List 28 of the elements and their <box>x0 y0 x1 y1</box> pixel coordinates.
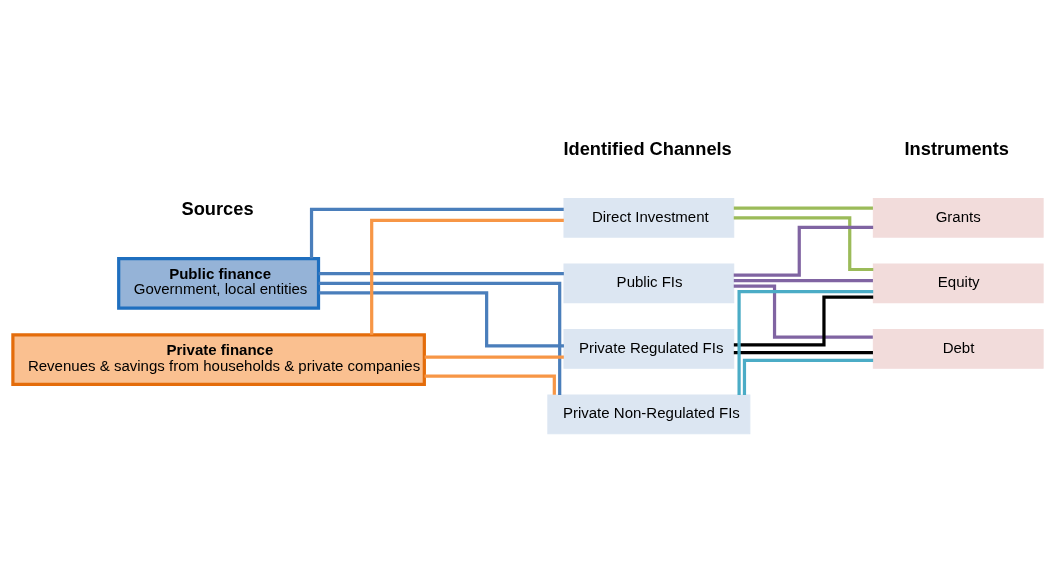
connector <box>742 358 874 395</box>
connector <box>733 350 873 354</box>
connector <box>318 281 562 395</box>
node-box: Private Regulated FIs <box>563 328 735 369</box>
connector <box>733 215 874 271</box>
connector <box>318 290 564 348</box>
connector <box>370 218 564 335</box>
connector <box>309 207 564 258</box>
node-box: Direct Investment <box>563 197 735 238</box>
connector <box>424 374 556 395</box>
node-box: Private Non-Regulated FIs <box>547 394 751 434</box>
connector <box>318 271 564 275</box>
connector <box>424 354 564 359</box>
node-box: Public finance Government, local entities <box>117 256 321 310</box>
node-box: Equity <box>872 262 1044 303</box>
connector <box>733 206 873 210</box>
label: Instruments <box>904 137 1009 158</box>
label: Identified Channels <box>563 137 732 158</box>
connector <box>733 295 874 347</box>
label: Sources <box>181 197 254 219</box>
connector <box>737 289 874 395</box>
node-box: Private finance Revenues & savings from households & private companies <box>11 332 426 386</box>
connector <box>733 225 874 277</box>
node-box: Grants <box>872 197 1044 238</box>
connector <box>733 278 873 282</box>
node-box: Public FIs <box>563 262 735 303</box>
node-box: Debt <box>872 328 1044 369</box>
connector <box>733 283 873 339</box>
